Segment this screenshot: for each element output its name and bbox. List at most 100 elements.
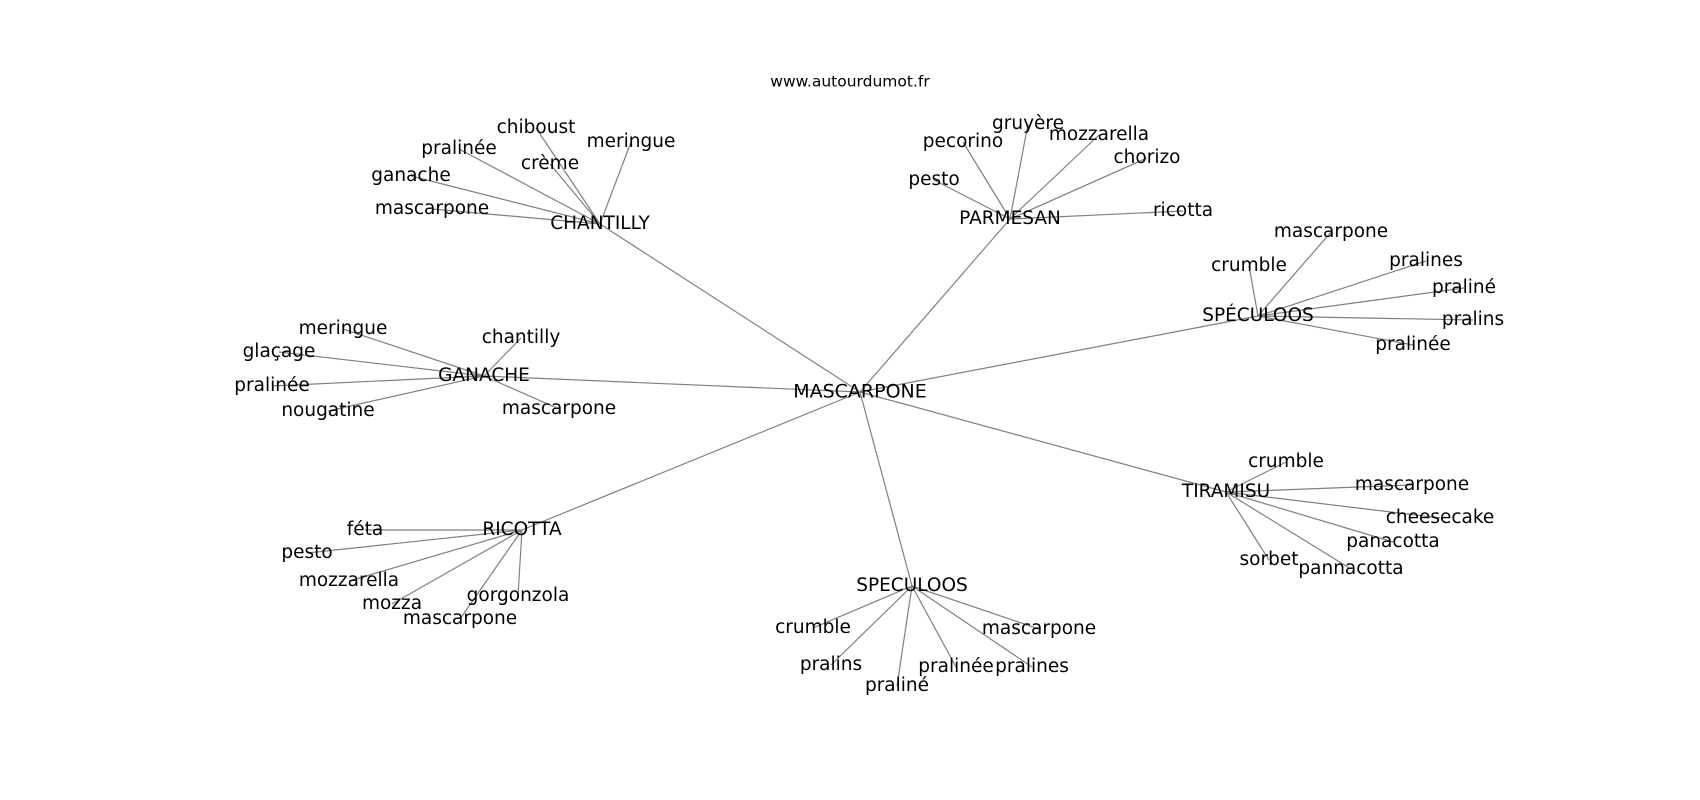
- leaf-node[interactable]: crumble: [1211, 255, 1287, 276]
- leaf-node[interactable]: féta: [347, 519, 384, 540]
- leaf-node[interactable]: pralines: [1389, 250, 1463, 271]
- edge-center-speculoos-accent: [859, 315, 1259, 393]
- edge-center-parmesan: [859, 218, 1011, 393]
- edge-tiramisu-leaf: [1225, 491, 1352, 570]
- edge-ganache-leaf: [483, 375, 560, 410]
- leaf-node[interactable]: mascarpone: [1355, 474, 1469, 495]
- leaf-node[interactable]: mozzarella: [1049, 124, 1149, 145]
- edge-speculoos-leaf: [812, 585, 913, 629]
- leaf-node[interactable]: crème: [521, 153, 579, 174]
- edge-ricotta-leaf: [306, 529, 523, 554]
- edge-parmesan-leaf: [933, 179, 1011, 220]
- edge-center-tiramisu: [859, 391, 1227, 493]
- edge-tiramisu-leaf: [1225, 461, 1287, 493]
- leaf-node[interactable]: mascarpone: [1274, 221, 1388, 242]
- hub-node-ganache[interactable]: GANACHE: [438, 365, 530, 386]
- leaf-node[interactable]: mozza: [362, 593, 422, 614]
- edge-speculoos-leaf: [911, 585, 1033, 668]
- edge-speculoos-accent-leaf: [1257, 315, 1414, 346]
- edge-center-chantilly: [599, 223, 861, 393]
- graph-edges: [271, 123, 1474, 687]
- hub-node-ricotta[interactable]: RICOTTA: [482, 519, 562, 540]
- graph-labels: www.autourdumot.fr CHANTILLYchiboustpral…: [234, 73, 1504, 697]
- leaf-node[interactable]: nougatine: [281, 400, 374, 421]
- leaf-node[interactable]: meringue: [299, 318, 388, 339]
- edge-speculoos-leaf: [911, 585, 1040, 630]
- hub-node-chantilly[interactable]: CHANTILLY: [550, 213, 650, 234]
- leaf-node[interactable]: crumble: [1248, 451, 1324, 472]
- edge-speculoos-accent-leaf: [1257, 287, 1465, 317]
- leaf-node[interactable]: mascarpone: [375, 198, 489, 219]
- edge-speculoos-accent-leaf: [1257, 260, 1427, 317]
- leaf-node[interactable]: glaçage: [243, 341, 316, 362]
- leaf-node[interactable]: panacotta: [1346, 531, 1439, 552]
- leaf-node[interactable]: chantilly: [482, 327, 561, 348]
- leaf-node[interactable]: ganache: [371, 165, 450, 186]
- center-node[interactable]: MASCARPONE: [793, 381, 927, 403]
- hub-node-parmesan[interactable]: PARMESAN: [959, 208, 1061, 229]
- leaf-node[interactable]: pralines: [995, 656, 1069, 677]
- edge-chantilly-leaf: [549, 163, 601, 225]
- edge-parmesan-leaf: [1009, 134, 1100, 220]
- edge-speculoos-accent-leaf: [1257, 315, 1474, 321]
- leaf-node[interactable]: sorbet: [1240, 549, 1299, 570]
- leaf-node[interactable]: gruyère: [992, 113, 1064, 134]
- edge-tiramisu-leaf: [1225, 484, 1413, 493]
- edge-ganache-leaf: [278, 351, 485, 377]
- leaf-node[interactable]: mascarpone: [982, 618, 1096, 639]
- edge-ricotta-leaf: [348, 529, 523, 582]
- leaf-node[interactable]: pralins: [1442, 309, 1504, 330]
- leaf-node[interactable]: pralins: [800, 654, 862, 675]
- edge-chantilly-leaf: [458, 148, 601, 225]
- edge-parmesan-leaf: [1009, 157, 1148, 220]
- leaf-node[interactable]: mozzarella: [299, 570, 399, 591]
- leaf-node[interactable]: praliné: [865, 675, 929, 696]
- hub-node-speculoos[interactable]: SPECULOOS: [856, 575, 968, 596]
- leaf-node[interactable]: pannacotta: [1298, 558, 1403, 579]
- leaf-node[interactable]: chorizo: [1114, 147, 1181, 168]
- leaf-node[interactable]: cheesecake: [1386, 507, 1495, 528]
- leaf-node[interactable]: pecorino: [923, 131, 1003, 152]
- leaf-node[interactable]: pralinée: [1375, 334, 1450, 355]
- edge-tiramisu-leaf: [1225, 491, 1441, 519]
- edge-ricotta-leaf: [391, 529, 523, 605]
- edge-chantilly-leaf: [410, 175, 601, 225]
- edge-ganache-leaf: [342, 328, 485, 377]
- leaf-node[interactable]: pralinée: [421, 138, 496, 159]
- edge-ricotta-leaf: [459, 529, 523, 620]
- edge-tiramisu-leaf: [1225, 491, 1270, 561]
- edge-speculoos-leaf: [911, 585, 957, 668]
- edge-parmesan-leaf: [1009, 210, 1184, 220]
- hub-node-tiramisu[interactable]: TIRAMISU: [1181, 481, 1270, 502]
- leaf-node[interactable]: ricotta: [1153, 200, 1213, 221]
- edge-speculoos-leaf: [830, 585, 913, 666]
- edge-ricotta-leaf: [517, 529, 523, 597]
- edge-speculoos-accent-leaf: [1257, 231, 1332, 317]
- leaf-node[interactable]: mascarpone: [502, 398, 616, 419]
- edge-ganache-leaf: [483, 337, 522, 377]
- leaf-node[interactable]: gorgonzola: [467, 585, 570, 606]
- edge-speculoos-accent-leaf: [1248, 265, 1259, 317]
- leaf-node[interactable]: pralinée: [234, 375, 309, 396]
- edge-ganache-leaf: [271, 375, 485, 387]
- edge-tiramisu-leaf: [1225, 491, 1394, 543]
- leaf-node[interactable]: pesto: [281, 542, 332, 563]
- edge-chantilly-leaf: [599, 141, 632, 225]
- leaf-node[interactable]: pralinée: [918, 656, 993, 677]
- edge-ganache-leaf: [327, 375, 485, 412]
- leaf-node[interactable]: pesto: [908, 169, 959, 190]
- edge-chantilly-leaf: [535, 127, 601, 225]
- hub-node-speculoos-accent[interactable]: SPÉCULOOS: [1202, 304, 1314, 326]
- leaf-node[interactable]: mascarpone: [403, 608, 517, 629]
- edge-chantilly-leaf: [431, 208, 601, 225]
- leaf-node[interactable]: meringue: [587, 131, 676, 152]
- edge-speculoos-leaf: [896, 585, 913, 687]
- site-label: www.autourdumot.fr: [770, 73, 930, 91]
- leaf-node[interactable]: chiboust: [497, 117, 576, 138]
- leaf-node[interactable]: crumble: [775, 617, 851, 638]
- edge-center-ganache: [483, 375, 861, 393]
- edge-parmesan-leaf: [962, 141, 1011, 220]
- edge-center-speculoos: [859, 391, 913, 587]
- leaf-node[interactable]: praliné: [1432, 277, 1496, 298]
